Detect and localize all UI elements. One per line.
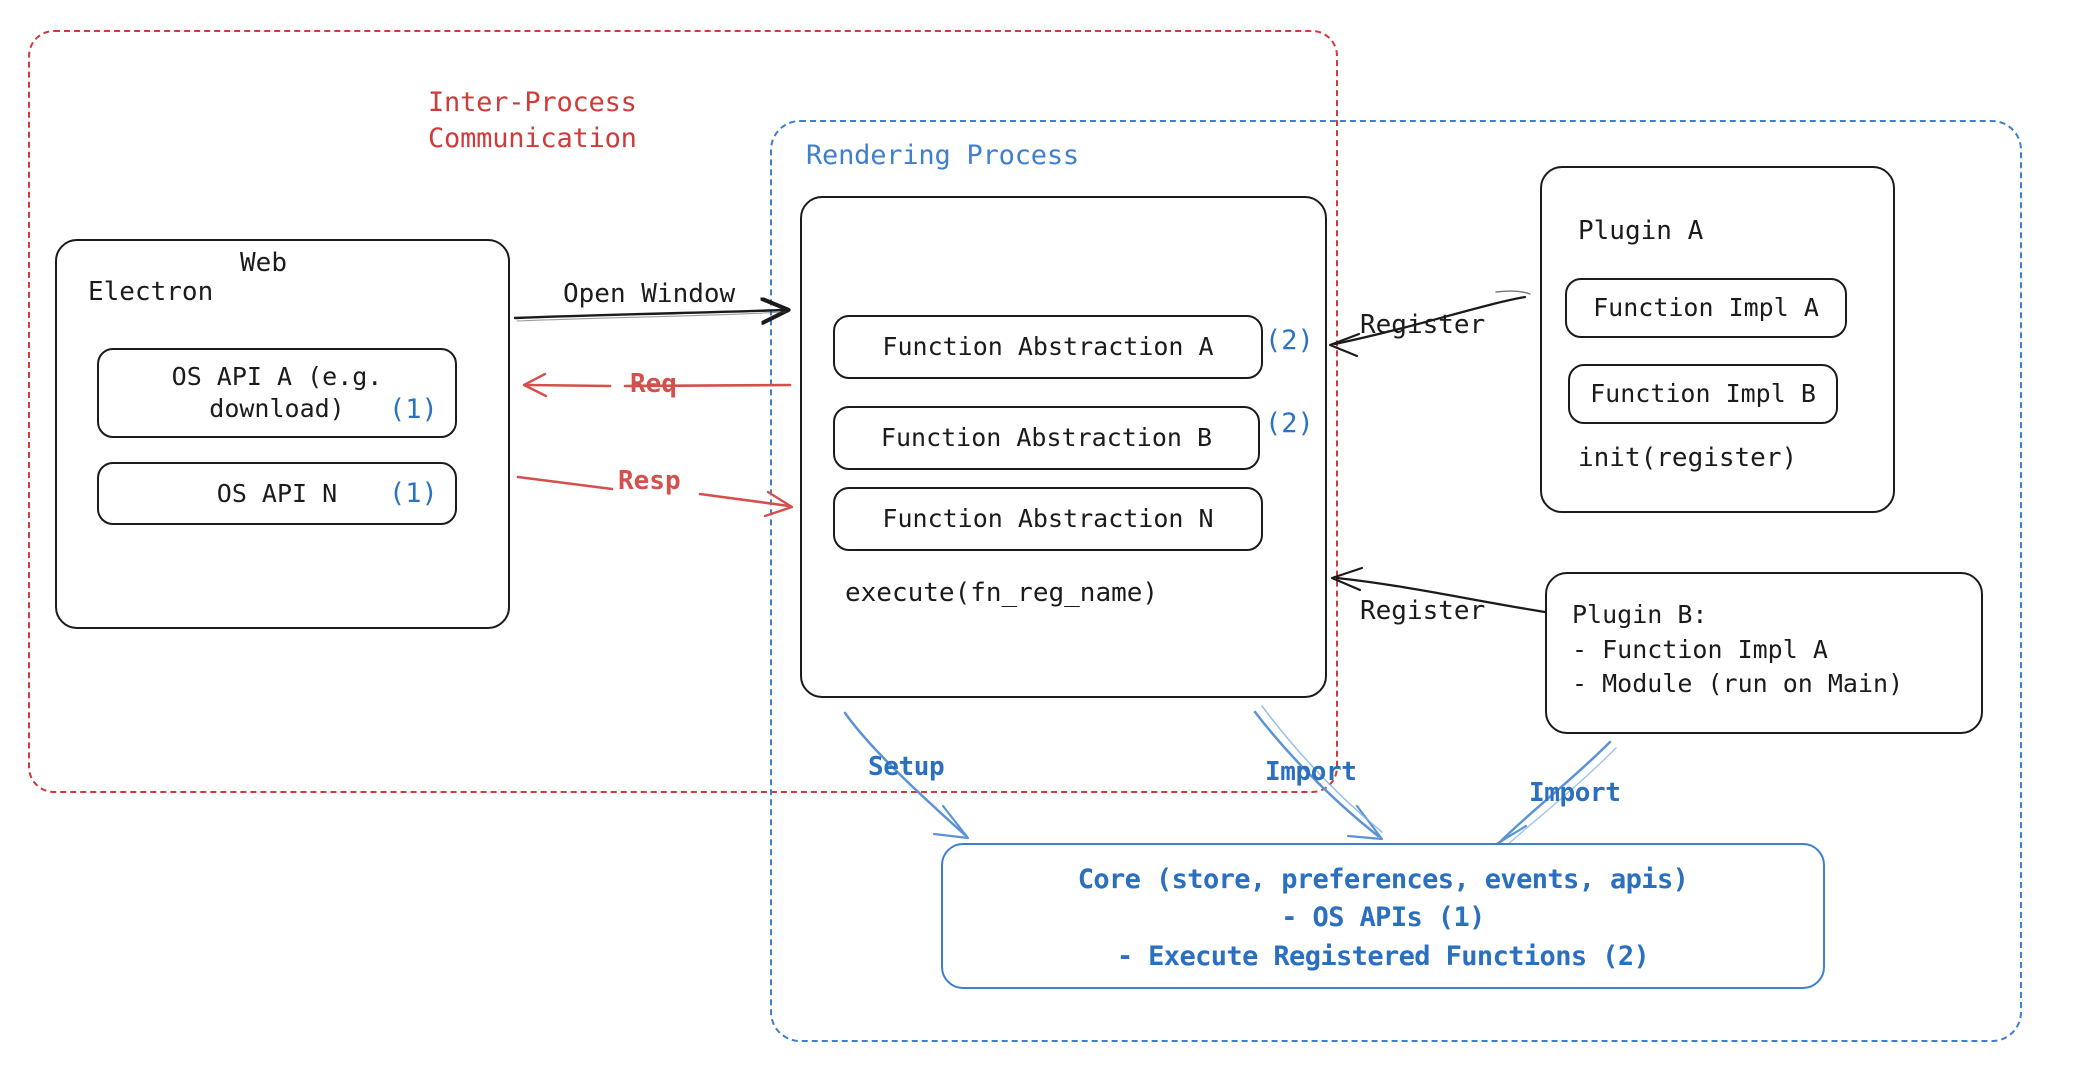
edge-label-import-web: Import <box>1265 757 1357 787</box>
function-abstraction-b-marker: (2) <box>1265 408 1314 439</box>
function-impl-b-label: Function Impl B <box>1590 379 1816 408</box>
edge-label-setup: Setup <box>868 752 945 782</box>
node-plugin-b[interactable] <box>1545 572 1983 734</box>
container-rendering-process-label: Rendering Process <box>806 140 1079 171</box>
electron-title: Electron <box>88 277 214 307</box>
node-os-api-a[interactable]: OS API A (e.g. download) <box>97 348 457 438</box>
function-abstraction-b-label: Function Abstraction B <box>880 423 1213 452</box>
plugin-a-title: Plugin A <box>1578 216 1704 246</box>
function-impl-a-label: Function Impl A <box>1593 293 1819 322</box>
web-title: Web <box>240 248 287 278</box>
plugin-a-init-label: init(register) <box>1578 443 1798 473</box>
node-plugin-a[interactable] <box>1540 166 1895 513</box>
os-api-a-label: OS API A (e.g. download) <box>171 362 383 423</box>
node-function-abstraction-n[interactable]: Function Abstraction N <box>833 487 1263 551</box>
container-ipc-label: Inter-Process Communication <box>428 87 637 154</box>
web-execute-label: execute(fn_reg_name) <box>845 578 1159 608</box>
core-text: Core (store, preferences, events, apis) … <box>1077 864 1689 972</box>
function-abstraction-n-label: Function Abstraction N <box>882 504 1214 533</box>
edge-label-register-plugin-b: Register <box>1360 596 1486 626</box>
function-abstraction-a-marker: (2) <box>1265 325 1314 356</box>
os-api-a-marker: (1) <box>389 394 438 425</box>
plugin-b-text: Plugin B: - Function Impl A - Module (ru… <box>1572 600 1904 698</box>
container-rendering-process <box>770 120 2022 1042</box>
node-core[interactable] <box>941 843 1825 989</box>
edge-label-register-plugin-a: Register <box>1360 310 1486 340</box>
edge-label-import-plugin-b: Import <box>1529 778 1621 808</box>
node-function-impl-a[interactable]: Function Impl A <box>1565 278 1847 338</box>
os-api-n-marker: (1) <box>389 478 438 509</box>
os-api-n-label: OS API N <box>216 478 338 508</box>
container-inter-process-communication <box>28 30 1338 793</box>
function-abstraction-a-label: Function Abstraction A <box>882 332 1214 361</box>
node-os-api-n[interactable]: OS API N <box>97 462 457 525</box>
edge-label-resp: Resp <box>618 466 681 496</box>
edge-label-open-window: Open Window <box>563 279 736 309</box>
edge-label-req: Req <box>630 369 677 399</box>
node-function-abstraction-a[interactable]: Function Abstraction A <box>833 315 1263 379</box>
node-function-impl-b[interactable]: Function Impl B <box>1568 364 1838 424</box>
node-function-abstraction-b[interactable]: Function Abstraction B <box>833 406 1260 470</box>
